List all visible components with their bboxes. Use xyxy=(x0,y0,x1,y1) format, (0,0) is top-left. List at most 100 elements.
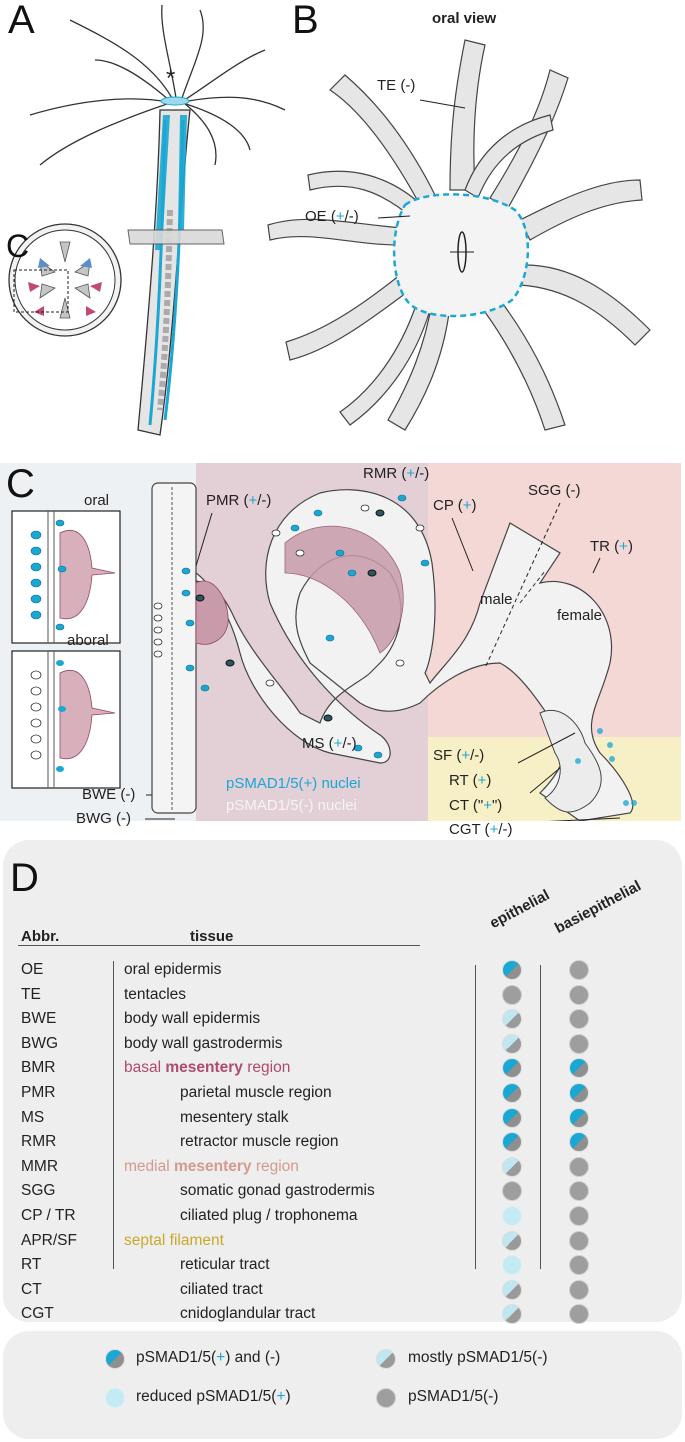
label-pmr-plus: + xyxy=(248,492,258,509)
label-cgt-pre: CGT ( xyxy=(449,821,490,838)
row-tissue-bold: mesentery xyxy=(165,1059,243,1077)
basiepithelial-status-icon xyxy=(569,1033,589,1054)
legend-item3-post: ) xyxy=(285,1388,291,1405)
epithelial-status-icon xyxy=(502,1304,522,1325)
label-pmr-pre: PMR ( xyxy=(206,492,249,509)
label-ms-plus: + xyxy=(333,735,343,752)
row-abbr: RT xyxy=(21,1256,42,1274)
basiepithelial-status-icon xyxy=(569,1304,589,1325)
row-abbr: PMR xyxy=(21,1084,56,1101)
row-tissue: somatic gonad gastrodermis xyxy=(180,1182,375,1200)
row-tissue: mesentery stalk xyxy=(180,1108,289,1126)
label-sgg: SGG (-) xyxy=(528,482,581,499)
label-ct-plus: + xyxy=(483,797,492,814)
label-sf-pre: SF ( xyxy=(433,747,462,764)
row-abbr: BWG xyxy=(21,1034,59,1052)
panel-letter-c-small: C xyxy=(6,228,30,264)
epi-divider xyxy=(475,965,476,1269)
epithelial-status-icon xyxy=(502,1279,522,1300)
basiepithelial-status-icon xyxy=(569,1058,589,1079)
label-rt-plus: + xyxy=(477,772,487,789)
row-tissue: ciliated plug / trophonema xyxy=(180,1207,358,1224)
label-cgt-plus: + xyxy=(489,821,499,838)
row-tissue-bold: mesentery xyxy=(173,1157,252,1175)
basiepithelial-status-icon xyxy=(569,960,589,980)
label-pmr: PMR (+/-) xyxy=(206,492,271,509)
label-cgt: CGT (+/-) xyxy=(449,821,513,838)
table-row: APR/SF septal filament xyxy=(4,1229,681,1253)
basi-divider xyxy=(540,965,541,1269)
legend-half-light-icon xyxy=(376,1349,396,1369)
row-abbr: CP / TR xyxy=(21,1207,76,1224)
label-tr-pre: TR ( xyxy=(590,538,620,555)
panel-letter-b: B xyxy=(292,0,319,42)
row-tissue: body wall gastrodermis xyxy=(124,1034,283,1052)
label-ct: CT ("+") xyxy=(449,797,502,814)
legend-half-blue-icon xyxy=(105,1349,125,1369)
panel-letter-c: C xyxy=(6,462,35,506)
row-tissue-pre: medial xyxy=(124,1157,174,1175)
panel-letter-d: D xyxy=(10,856,39,900)
label-te: TE (-) xyxy=(377,77,416,94)
row-tissue-post: region xyxy=(251,1157,299,1175)
label-rmr-pre: RMR ( xyxy=(363,465,407,482)
label-ms: MS (+/-) xyxy=(302,735,357,752)
row-tissue-pre: basal xyxy=(124,1059,166,1077)
epithelial-status-icon xyxy=(502,1132,522,1153)
table-row: TE tentacles xyxy=(4,983,681,1007)
row-tissue: parietal muscle region xyxy=(180,1084,332,1101)
label-rt-pre: RT ( xyxy=(449,772,478,789)
label-cp: CP (+) xyxy=(433,497,477,514)
table-row: BWG body wall gastrodermis xyxy=(4,1032,681,1056)
label-cp-pre: CP ( xyxy=(433,497,463,514)
epithelial-status-icon xyxy=(502,1206,522,1226)
col-header-abbr: Abbr. xyxy=(21,928,60,945)
label-sf-post: /-) xyxy=(470,747,485,764)
label-sf: SF (+/-) xyxy=(433,747,484,764)
basiepithelial-status-icon xyxy=(569,1009,589,1030)
row-tissue: oral epidermis xyxy=(124,961,222,978)
label-bwe: BWE (-) xyxy=(82,786,136,803)
epithelial-status-icon xyxy=(502,1033,522,1054)
label-ct-pre: CT (" xyxy=(449,797,484,814)
epithelial-status-icon xyxy=(502,1181,522,1202)
label-ms-post: /-) xyxy=(342,735,357,752)
legend-item1-plus: + xyxy=(216,1349,226,1366)
epithelial-status-icon xyxy=(502,1107,522,1128)
row-abbr: APR/SF xyxy=(21,1231,77,1249)
label-male: male xyxy=(480,591,513,608)
label-aboral: aboral xyxy=(67,632,109,649)
panel-c-mesentery-drawing xyxy=(11,482,637,821)
row-abbr: CGT xyxy=(21,1305,54,1323)
label-sf-plus: + xyxy=(461,747,471,764)
row-abbr: TE xyxy=(21,985,41,1003)
row-tissue: tentacles xyxy=(124,985,187,1003)
legend-item-negative: pSMAD1/5(-) xyxy=(408,1388,499,1405)
row-tissue: retractor muscle region xyxy=(180,1133,339,1151)
header-rule xyxy=(18,945,420,946)
panel-d-table-bg xyxy=(3,840,682,1322)
epithelial-status-icon xyxy=(502,1156,522,1177)
legend-item1-pre: pSMAD1/5( xyxy=(136,1349,217,1366)
basiepithelial-status-icon xyxy=(569,1083,589,1103)
legend-item3-plus: + xyxy=(276,1388,286,1405)
epithelial-status-icon xyxy=(502,1009,522,1030)
basiepithelial-status-icon xyxy=(569,1107,589,1128)
label-rmr: RMR (+/-) xyxy=(363,465,429,482)
label-cp-post: ) xyxy=(471,497,477,514)
nuclei-positive-label: pSMAD1/5(+) nuclei xyxy=(226,775,361,792)
legend-item-mostly-negative: mostly pSMAD1/5(-) xyxy=(408,1349,548,1366)
basiepithelial-status-icon xyxy=(569,1156,589,1177)
label-tr-plus: + xyxy=(619,538,628,555)
basiepithelial-status-icon xyxy=(569,984,589,1005)
row-tissue: septal filament xyxy=(124,1231,224,1249)
